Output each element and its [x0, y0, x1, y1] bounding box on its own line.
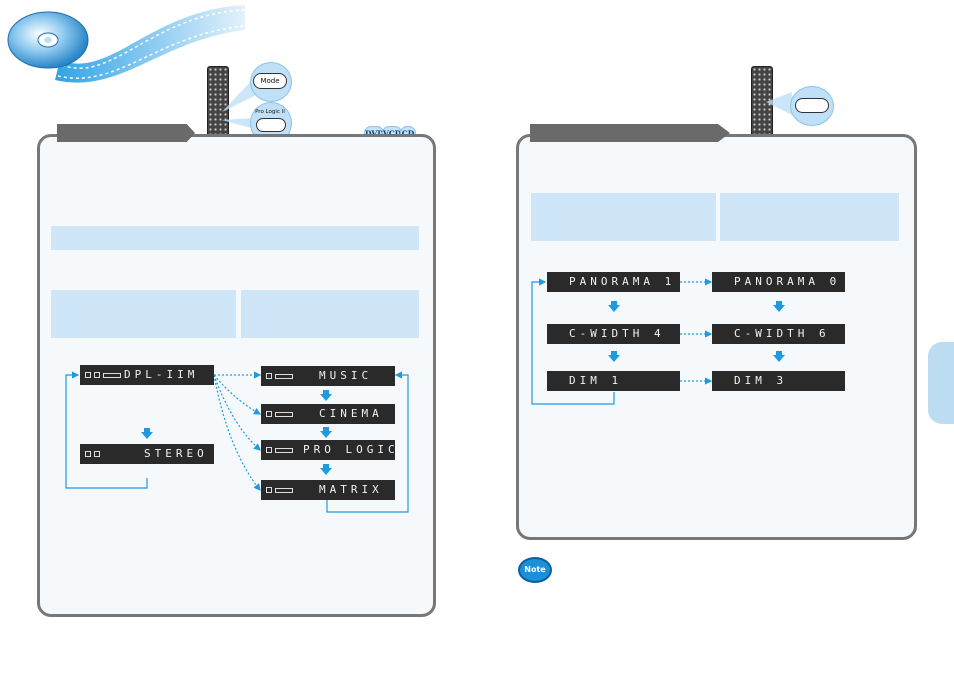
down-arrow	[320, 464, 332, 475]
display-pro-logic: PRO LOGIC	[261, 440, 395, 460]
display-panorama-1: PANORAMA 1	[547, 272, 680, 292]
left-info-box-1	[51, 290, 236, 338]
remote-control-icon	[207, 66, 229, 144]
display-dpl-iim: DPL-IIM	[80, 365, 214, 385]
left-section-tab	[57, 124, 195, 142]
display-panorama-0: PANORAMA 0	[712, 272, 845, 292]
display-music: MUSIC	[261, 366, 395, 386]
remote-control-icon-right	[751, 66, 773, 144]
display-c-width-4: C-WIDTH 4	[547, 324, 680, 344]
prologic-button-label: Pro Logic II	[255, 109, 285, 115]
display-stereo: STEREO	[80, 444, 214, 464]
down-arrow	[320, 427, 332, 438]
display-matrix: MATRIX	[261, 480, 395, 500]
right-info-box-1	[531, 193, 716, 241]
down-arrow	[141, 428, 153, 439]
display-dim-3: DIM 3	[712, 371, 845, 391]
display-dim-1: DIM 1	[547, 371, 680, 391]
right-section-tab	[530, 124, 730, 142]
display-c-width-6: C-WIDTH 6	[712, 324, 845, 344]
remote-button-right[interactable]	[795, 98, 829, 113]
cd-disc-icon	[7, 5, 246, 83]
left-wide-info-box	[51, 226, 419, 250]
right-info-box-2	[720, 193, 899, 241]
note-icon: Note	[518, 557, 552, 583]
prologic-button[interactable]	[256, 118, 286, 132]
display-cinema: CINEMA	[261, 404, 395, 424]
down-arrow	[320, 390, 332, 401]
down-arrow	[608, 301, 620, 312]
left-info-box-2	[241, 290, 419, 338]
down-arrow	[773, 351, 785, 362]
down-arrow	[608, 351, 620, 362]
mode-button[interactable]: Mode	[253, 73, 287, 89]
down-arrow	[773, 301, 785, 312]
chapter-side-tab	[928, 342, 954, 424]
